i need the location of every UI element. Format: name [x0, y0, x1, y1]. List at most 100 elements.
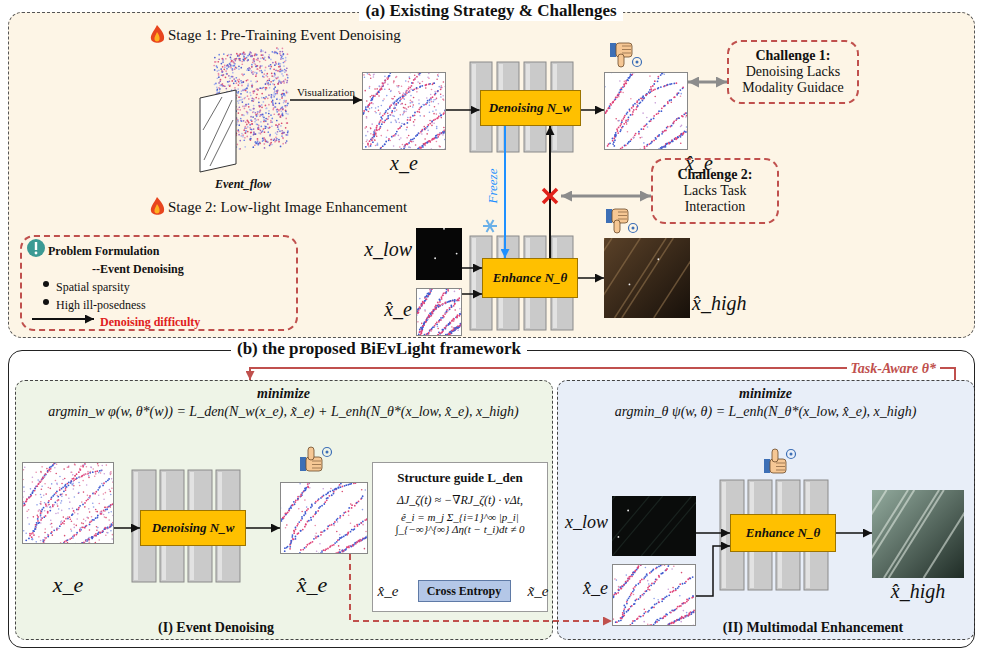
image-ground: [416, 228, 462, 280]
event-dot: [378, 109, 380, 111]
event-dot: [232, 72, 234, 74]
event-dot: [250, 138, 252, 140]
event-dot: [252, 73, 254, 75]
panel-ground: [557, 380, 975, 640]
event-dot: [424, 138, 426, 140]
event-dot: [399, 92, 401, 94]
event-dot: [255, 75, 257, 77]
event-dot: [223, 53, 225, 55]
event-dot: [426, 128, 428, 130]
event-dot: [368, 111, 370, 113]
event-dot: [249, 138, 251, 140]
event-dot: [400, 137, 402, 139]
event-dot: [411, 85, 413, 87]
event-dot: [221, 63, 223, 65]
event-dot: [440, 114, 442, 116]
event-dot: [229, 63, 231, 65]
event-dot: [259, 87, 261, 89]
event-dot: [674, 96, 676, 98]
event-dot: [285, 142, 287, 144]
event-dot: [365, 135, 367, 137]
event-dot: [285, 134, 287, 136]
event-dot: [660, 86, 662, 88]
event-dot: [442, 315, 444, 317]
event-dot: [457, 299, 459, 301]
event-dot: [230, 58, 232, 60]
event-dot: [256, 54, 258, 56]
event-dot: [395, 103, 397, 105]
event-dot: [453, 318, 455, 320]
event-dot: [267, 83, 269, 85]
event-dot: [384, 143, 386, 145]
event-dot: [654, 80, 656, 82]
event-dot: [259, 70, 261, 72]
event-dot: [245, 132, 247, 134]
event-dot: [383, 121, 385, 123]
event-dot: [657, 76, 659, 78]
event-dot: [230, 57, 232, 59]
event-dot: [629, 76, 631, 78]
event-dot: [277, 83, 279, 85]
event-dot: [457, 326, 459, 328]
event-dot: [443, 127, 445, 129]
event-dot: [260, 49, 262, 51]
event-dot: [368, 74, 370, 76]
event-dot: [665, 130, 667, 132]
event-dot: [388, 138, 390, 140]
event-dot: [372, 138, 374, 140]
event-dot: [425, 103, 427, 105]
event-dot: [421, 85, 423, 87]
event-dot: [410, 105, 412, 107]
event-dot: [636, 104, 638, 106]
event-dot: [439, 299, 441, 301]
event-dot: [682, 133, 684, 135]
event-dot: [404, 123, 406, 125]
event-dot: [225, 76, 227, 78]
event-dot: [218, 69, 220, 71]
event-dot: [439, 299, 441, 301]
event-dot: [254, 72, 256, 74]
event-dot: [271, 144, 273, 146]
event-dot: [429, 83, 431, 85]
event-dot: [370, 133, 372, 135]
event-dot: [251, 55, 253, 57]
event-dot: [682, 116, 684, 118]
event-dot: [418, 111, 420, 113]
event-dot: [384, 143, 386, 145]
event-dot: [225, 70, 227, 72]
event-dot: [606, 109, 608, 111]
event-dot: [383, 98, 385, 100]
event-dot: [283, 62, 285, 64]
event-dot: [371, 107, 373, 109]
event-dot: [404, 144, 406, 146]
event-dot: [282, 70, 284, 72]
event-dot: [419, 111, 421, 113]
event-dot: [264, 138, 266, 140]
event-dot: [438, 116, 440, 118]
event-dot: [426, 298, 428, 300]
event-dot: [246, 88, 248, 90]
event-dot: [374, 129, 376, 131]
event-dot: [278, 83, 280, 85]
event-dot: [438, 103, 440, 105]
event-dot: [431, 121, 433, 123]
event-dot: [252, 146, 254, 148]
event-dot: [417, 88, 419, 90]
event-dot: [399, 146, 401, 148]
event-dot: [378, 85, 380, 87]
event-dot: [419, 329, 421, 331]
event-dot: [268, 54, 270, 56]
event-dot: [658, 134, 660, 136]
event-dot: [365, 108, 367, 110]
event-dot: [374, 95, 376, 97]
event-dot: [262, 138, 264, 140]
event-dot: [217, 77, 219, 79]
event-dot: [243, 120, 245, 122]
frame-figure: [200, 90, 236, 172]
event-dot: [253, 60, 255, 62]
event-dot: [224, 64, 226, 66]
event-dot: [238, 134, 240, 136]
event-dot: [247, 121, 249, 123]
event-dot: [440, 117, 442, 119]
